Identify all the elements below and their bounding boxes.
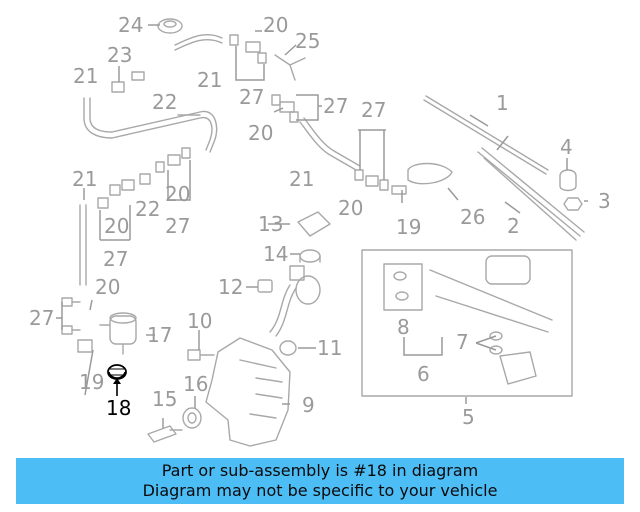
callout-20: 20: [165, 182, 190, 206]
callout-13: 13: [258, 212, 283, 236]
callout-19: 19: [79, 370, 104, 394]
callout-27: 27: [239, 85, 264, 109]
callout-27: 27: [323, 94, 348, 118]
hose-lines: [79, 34, 361, 337]
banner-line-1: Part or sub-assembly is #18 in diagram: [161, 461, 479, 480]
callout-18: 18: [106, 396, 131, 420]
parts-diagram: 24 20 25 23 21 21 22 27 27 1 27 20 4 21 …: [29, 13, 611, 447]
callout-20: 20: [104, 214, 129, 238]
leader-lines: [56, 24, 588, 428]
callout-22: 22: [135, 197, 160, 221]
callout-20: 20: [95, 275, 120, 299]
callout-10: 10: [187, 309, 212, 333]
callout-15: 15: [152, 387, 177, 411]
callout-19: 19: [396, 215, 421, 239]
callout-22: 22: [152, 90, 177, 114]
callout-27: 27: [361, 98, 386, 122]
callout-9: 9: [302, 393, 315, 417]
callout-4: 4: [560, 135, 573, 159]
callout-8: 8: [397, 315, 410, 339]
linkage-box: [361, 249, 573, 397]
callout-27: 27: [103, 247, 128, 271]
callout-3: 3: [598, 189, 611, 213]
callout-17: 17: [147, 323, 172, 347]
wiper-parts: [423, 95, 585, 241]
callout-21: 21: [72, 167, 97, 191]
callout-1: 1: [496, 91, 509, 115]
callout-20: 20: [248, 121, 273, 145]
washer-reservoir: [205, 337, 291, 447]
callout-11: 11: [317, 336, 342, 360]
part-18-grommet: [107, 364, 127, 380]
callout-16: 16: [183, 372, 208, 396]
callout-21: 21: [289, 167, 314, 191]
callout-24: 24: [118, 13, 143, 37]
callout-23: 23: [107, 43, 132, 67]
callout-2: 2: [507, 214, 520, 238]
callout-27: 27: [165, 214, 190, 238]
callout-21: 21: [73, 64, 98, 88]
callout-25: 25: [295, 29, 320, 53]
callout-6: 6: [417, 362, 430, 386]
callout-20: 20: [338, 196, 363, 220]
banner-line-2: Diagram may not be specific to your vehi…: [142, 481, 498, 500]
callout-27: 27: [29, 306, 54, 330]
callout-5: 5: [462, 405, 475, 429]
callout-20: 20: [263, 13, 288, 37]
callout-14: 14: [263, 242, 288, 266]
callout-7: 7: [456, 330, 469, 354]
callout-26: 26: [460, 205, 485, 229]
linkage-parts: [393, 255, 553, 385]
info-banner: Part or sub-assembly is #18 in diagram D…: [16, 458, 624, 504]
callout-21: 21: [197, 68, 222, 92]
callout-labels: 24 20 25 23 21 21 22 27 27 1 27 20 4 21 …: [29, 13, 611, 429]
callout-12: 12: [218, 275, 243, 299]
